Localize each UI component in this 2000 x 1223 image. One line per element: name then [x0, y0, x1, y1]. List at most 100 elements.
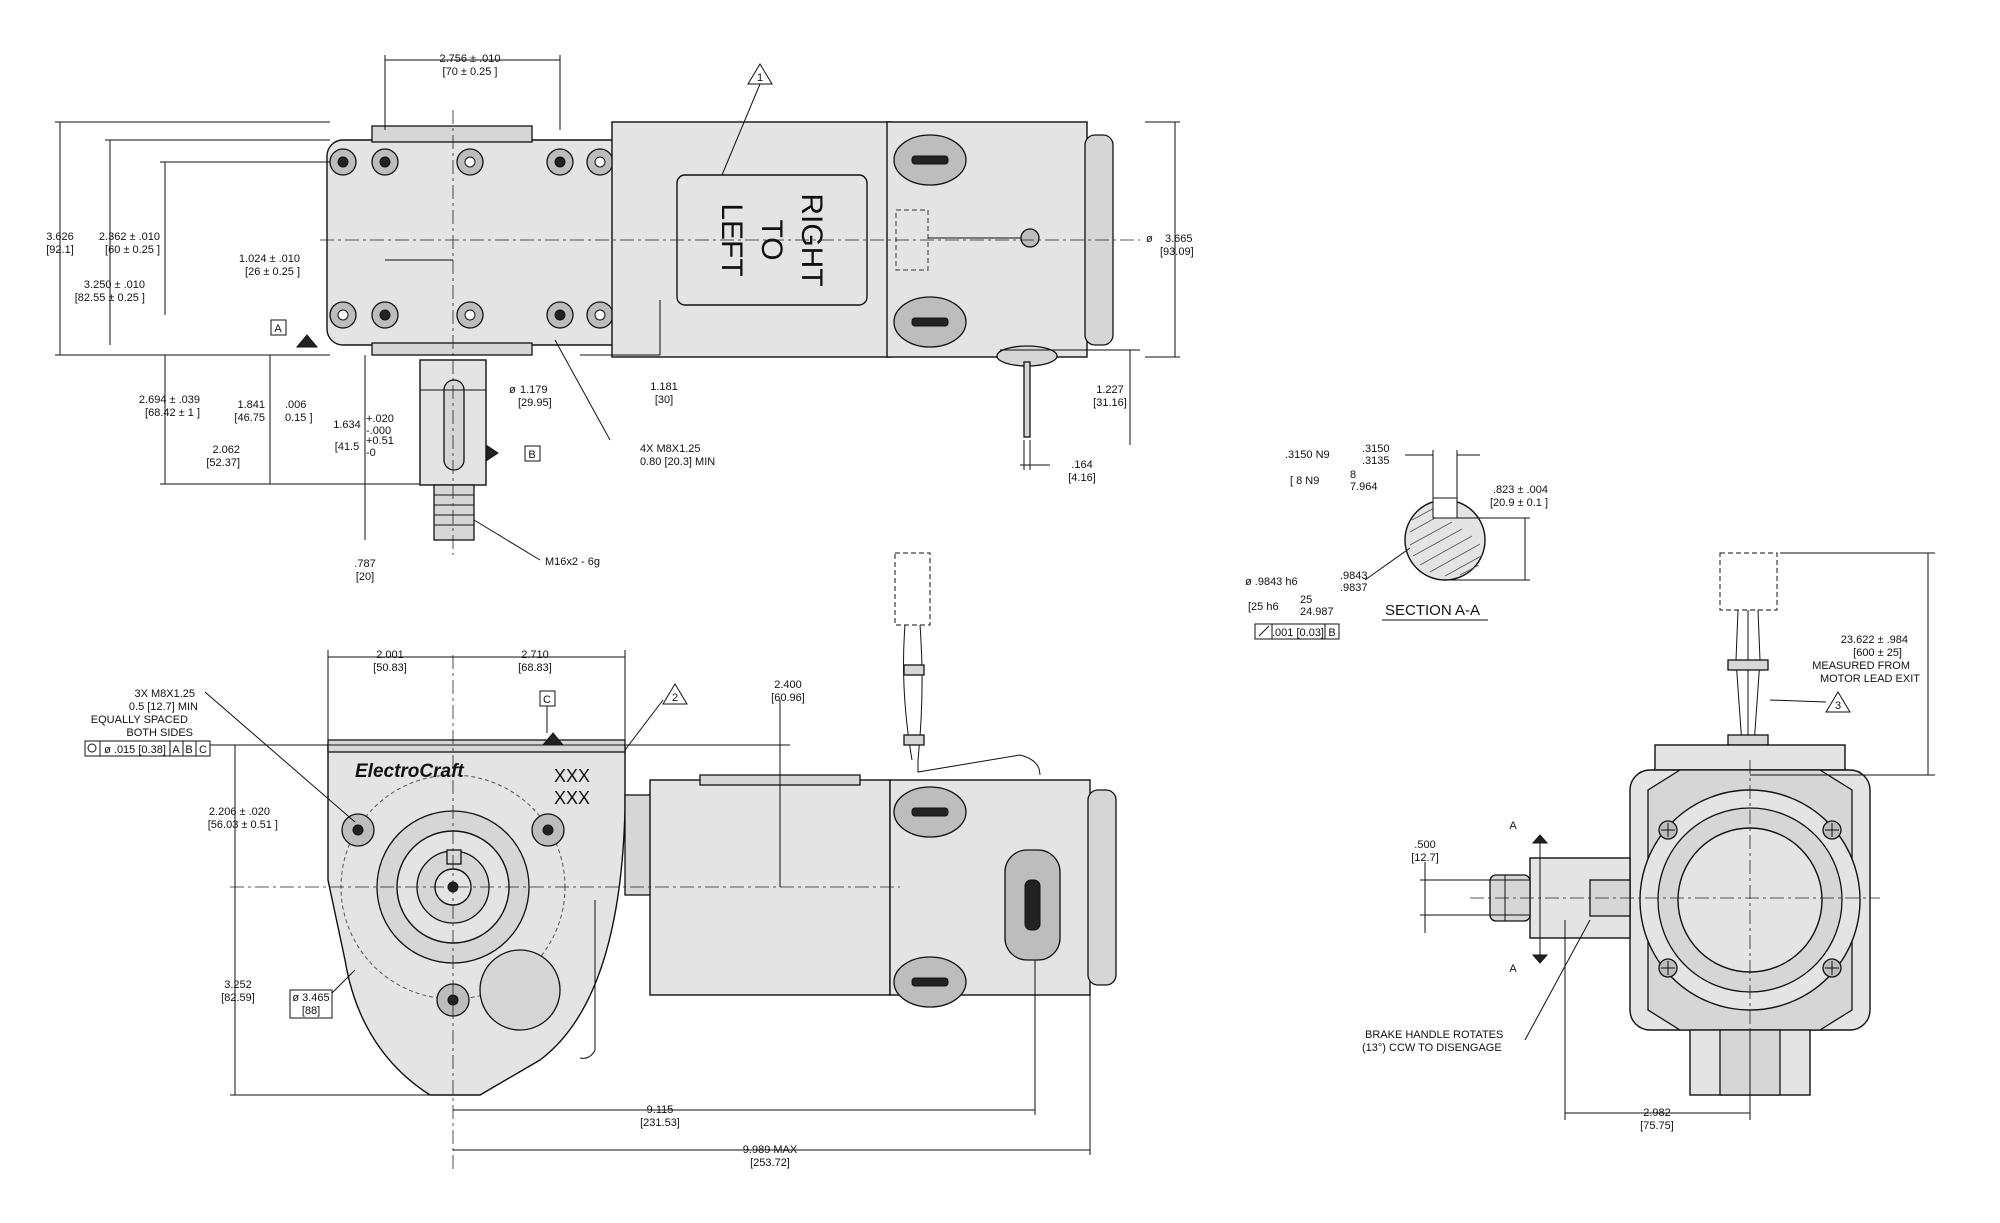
- gearbox-bottom-cap: [371, 342, 533, 356]
- dim-3252: 3.252: [224, 979, 252, 991]
- dim-2362: 2.362 ± .010: [99, 231, 160, 243]
- fcf-datum-b: B: [185, 744, 192, 756]
- front-view: ElectroCraft XXX XXX C 2: [84, 552, 1117, 1170]
- dim-3665-phi: ø: [1146, 233, 1153, 245]
- runout-datum: B: [1328, 627, 1335, 639]
- dim-3626: 3.626: [46, 231, 74, 243]
- datum-a-label: A: [274, 323, 282, 335]
- key-width-hi: .3150: [1362, 443, 1390, 455]
- dim-1227-mm: [31.16]: [1093, 397, 1127, 409]
- lead-note-2: MOTOR LEAD EXIT: [1820, 673, 1920, 685]
- key-width-mm-hi: 8: [1350, 469, 1356, 481]
- key-width: .3150 N9: [1285, 449, 1330, 461]
- gearbox-top-rail: [327, 739, 626, 753]
- dim-0164-mm: [4.16]: [1068, 472, 1096, 484]
- note-m16-thread: M16x2 - 6g: [545, 556, 600, 568]
- dim-3465: ø 3.465: [292, 992, 329, 1004]
- brake-boss: [479, 949, 561, 1031]
- dim-0787: .787: [354, 558, 375, 570]
- key-width-mm-lo: 7.964: [1350, 481, 1378, 493]
- section-a-a: .3150 N9 .3150 .3135 [ 8 N9 8 7.964 .823…: [1245, 443, 1548, 640]
- dim-2756-mm: [70 ± 0.25 ]: [443, 66, 498, 78]
- dim-1634-mm: [41.5: [335, 441, 359, 453]
- dim-3250-mm: [82.55 ± 0.25 ]: [75, 292, 145, 304]
- dim-1634-minus: -.000: [366, 425, 391, 437]
- dim-0500-mm: [12.7]: [1411, 852, 1439, 864]
- dim-1841: 1.841: [237, 399, 265, 411]
- dim-0787-mm: [20]: [356, 571, 374, 583]
- dim-1181-mm: [30]: [655, 394, 673, 406]
- note-3x-m8: 3X M8X1.25: [134, 688, 195, 700]
- motor-body-front: [649, 779, 891, 996]
- dim-2694-mm: [68.42 ± 1 ]: [145, 407, 200, 419]
- dim-9989: 9.989 MAX: [743, 1144, 798, 1156]
- dim-lead-length: 23.622 ± .984: [1841, 634, 1908, 646]
- datum-c-triangle: [541, 732, 565, 746]
- datum-c-label: C: [543, 694, 551, 706]
- datum-b-label: B: [528, 449, 535, 461]
- datum-a-triangle: [295, 334, 319, 348]
- dim-1179-phi: ø: [509, 384, 516, 396]
- dim-2206-mm: [56.03 ± 0.51 ]: [208, 819, 278, 831]
- dim-0500: .500: [1414, 839, 1435, 851]
- note-flag-3: [1825, 691, 1851, 713]
- dim-3626-mm: [92.1]: [46, 244, 74, 256]
- key-width-lo: .3135: [1362, 455, 1390, 467]
- front-view-dimensions: [95, 650, 1091, 1155]
- dim-1024: 1.024 ± .010: [239, 253, 300, 265]
- note-flag-3-text: 3: [1835, 700, 1841, 712]
- dim-1227: 1.227: [1096, 384, 1124, 396]
- brake-lever-knob-top: [1020, 228, 1040, 248]
- shaft-dia-mm-lo: 24.987: [1300, 606, 1334, 618]
- dim-2982-mm: [75.75]: [1640, 1120, 1674, 1132]
- brake-note-2: (13°) CCW TO DISENGAGE: [1362, 1042, 1502, 1054]
- dim-2362-mm: [60 ± 0.25 ]: [105, 244, 160, 256]
- dim-2062-mm: [52.37]: [206, 457, 240, 469]
- dim-2001-mm: [50.83]: [373, 662, 407, 674]
- note-3x-m8-depth: 0.5 [12.7] MIN: [129, 701, 198, 713]
- screws-side: [1658, 820, 1842, 978]
- note-4x-m8-depth: 0.80 [20.3] MIN: [640, 456, 715, 468]
- note-flag-2-text: 2: [672, 692, 678, 704]
- dim-1841-tol: .006: [285, 399, 306, 411]
- dim-1841-mm-tol: 0.15 ]: [285, 412, 313, 424]
- dim-3665-mm: [93.09]: [1160, 246, 1194, 258]
- dim-0164: .164: [1071, 459, 1092, 471]
- shaft-dia-mm-hi: 25: [1300, 594, 1312, 606]
- marking-xxx-2: XXX: [554, 788, 590, 808]
- dim-3665: 3.665: [1165, 233, 1193, 245]
- position-fcf: [84, 740, 211, 757]
- dim-2206: 2.206 ± .020: [209, 806, 270, 818]
- dim-2756: 2.756 ± .010: [439, 53, 500, 65]
- connector-side: [1719, 552, 1778, 611]
- dim-2710-mm: [68.83]: [518, 662, 552, 674]
- dim-2400-mm: [60.96]: [771, 692, 805, 704]
- key-slot: [1432, 497, 1458, 519]
- shaft-dia-mm: [25 h6: [1248, 601, 1279, 613]
- dim-3250: 3.250 ± .010: [84, 279, 145, 291]
- note-3x-m8-sides: BOTH SIDES: [126, 727, 193, 739]
- shaft-dia-lo: .9837: [1340, 582, 1368, 594]
- key-height-mm: [20.9 ± 0.1 ]: [1490, 497, 1548, 509]
- runout-frame: [1254, 623, 1340, 640]
- key-front: [446, 849, 462, 865]
- note-flag-2: [662, 683, 688, 705]
- dim-9115-mm: [231.53]: [640, 1117, 680, 1129]
- dim-1024-mm: [26 ± 0.25 ]: [245, 266, 300, 278]
- dim-2694: 2.694 ± .039: [139, 394, 200, 406]
- runout-value: .001 [0.03]: [1272, 627, 1324, 639]
- dim-1181: 1.181: [650, 381, 678, 393]
- side-view-dimensions: [1420, 552, 1935, 1120]
- dim-3252-mm: [82.59]: [221, 992, 255, 1004]
- fcf-tolerance: ø .015 [0.38]: [104, 744, 166, 756]
- dim-2062: 2.062: [212, 444, 240, 456]
- keyway-top: [443, 379, 465, 471]
- side-view: A A 3 23.622 ± .984 [600 ± 25] MEASURED …: [1362, 552, 1935, 1132]
- dim-lead-length-mm: [600 ± 25]: [1853, 647, 1902, 659]
- dim-9115: 9.115: [647, 1104, 674, 1116]
- dim-1634: 1.634: [333, 419, 361, 431]
- dim-1841-mm: [46.75: [234, 412, 265, 424]
- dim-3465-mm: [88]: [302, 1005, 320, 1017]
